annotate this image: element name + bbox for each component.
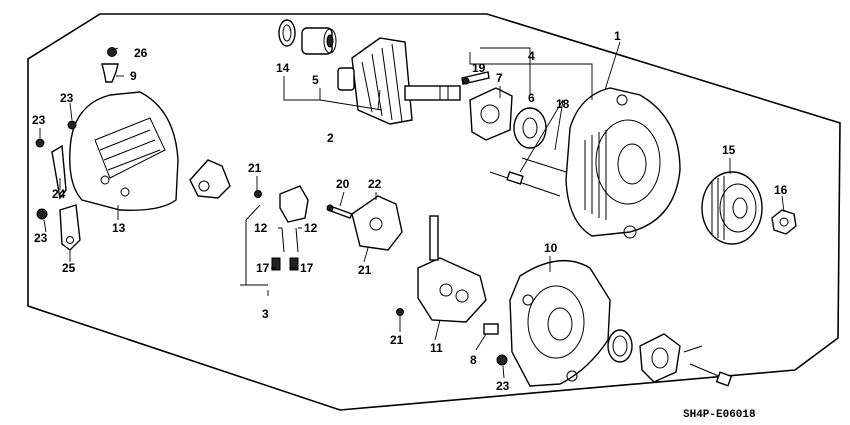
callout-5: 5 xyxy=(312,73,319,87)
callout-23-bottom: 23 xyxy=(496,379,510,393)
rotor-part xyxy=(337,37,461,125)
callout-14: 14 xyxy=(276,61,290,75)
front-bearing-part xyxy=(513,107,547,149)
callout-20: 20 xyxy=(336,177,350,191)
terminal-cap-part xyxy=(101,63,119,83)
callout-labels: 1 2 3 4 5 6 7 8 9 10 11 12 12 13 14 15 1… xyxy=(32,29,788,393)
callout-8: 8 xyxy=(470,353,477,367)
callout-12-left: 12 xyxy=(254,221,268,235)
rear-seal-part xyxy=(607,329,633,363)
callout-3: 3 xyxy=(262,307,269,321)
end-cover-part xyxy=(639,333,681,383)
callout-25: 25 xyxy=(62,261,76,275)
callout-23-lower: 23 xyxy=(34,231,48,245)
callout-17-left: 17 xyxy=(256,261,270,275)
callout-21-mid: 21 xyxy=(358,263,372,277)
callout-24: 24 xyxy=(52,187,66,201)
screw-19-part xyxy=(461,71,490,85)
rear-bearing-part xyxy=(301,27,337,55)
callout-10: 10 xyxy=(544,241,558,255)
callout-23-upper: 23 xyxy=(60,91,74,105)
callout-4: 4 xyxy=(528,49,535,63)
rear-cover-part xyxy=(69,91,179,211)
nut-23-parts xyxy=(35,120,508,366)
rear-housing-part xyxy=(509,259,611,387)
seal-ring-part xyxy=(278,19,296,47)
front-housing-part xyxy=(565,87,681,239)
bracket-part xyxy=(51,144,81,251)
callout-16: 16 xyxy=(774,183,788,197)
callout-22: 22 xyxy=(368,177,382,191)
callout-12-right: 12 xyxy=(304,221,318,235)
callout-2: 2 xyxy=(327,131,334,145)
callout-7: 7 xyxy=(496,71,503,85)
leader-lines xyxy=(39,41,785,379)
diagram-border xyxy=(27,13,841,411)
callout-21-bottom: 21 xyxy=(390,333,404,347)
pulley-part xyxy=(701,171,763,245)
regulator-part xyxy=(351,195,403,251)
terminal-insulator-part xyxy=(189,159,231,199)
callout-13: 13 xyxy=(112,221,126,235)
callout-11: 11 xyxy=(430,341,443,355)
brush-holder-part xyxy=(240,185,309,286)
rectifier-part xyxy=(417,215,487,323)
callout-9: 9 xyxy=(130,69,137,83)
callout-21-top: 21 xyxy=(248,161,262,175)
callout-17-right: 17 xyxy=(300,261,314,275)
callout-1: 1 xyxy=(614,29,621,43)
callout-26: 26 xyxy=(134,46,148,60)
insulator-8-part xyxy=(483,323,499,335)
nut-26-part xyxy=(107,47,117,57)
callout-19: 19 xyxy=(472,61,486,75)
pulley-nut-part xyxy=(771,209,797,235)
callout-6: 6 xyxy=(528,91,535,105)
callout-23-left: 23 xyxy=(32,113,46,127)
retainer-plate-part xyxy=(469,87,513,141)
bolt-20-part xyxy=(326,204,353,219)
callout-15: 15 xyxy=(722,143,736,157)
end-cover-bolts xyxy=(683,345,733,387)
callout-18: 18 xyxy=(556,97,570,111)
reference-code: SH4P-E06018 xyxy=(683,409,756,421)
